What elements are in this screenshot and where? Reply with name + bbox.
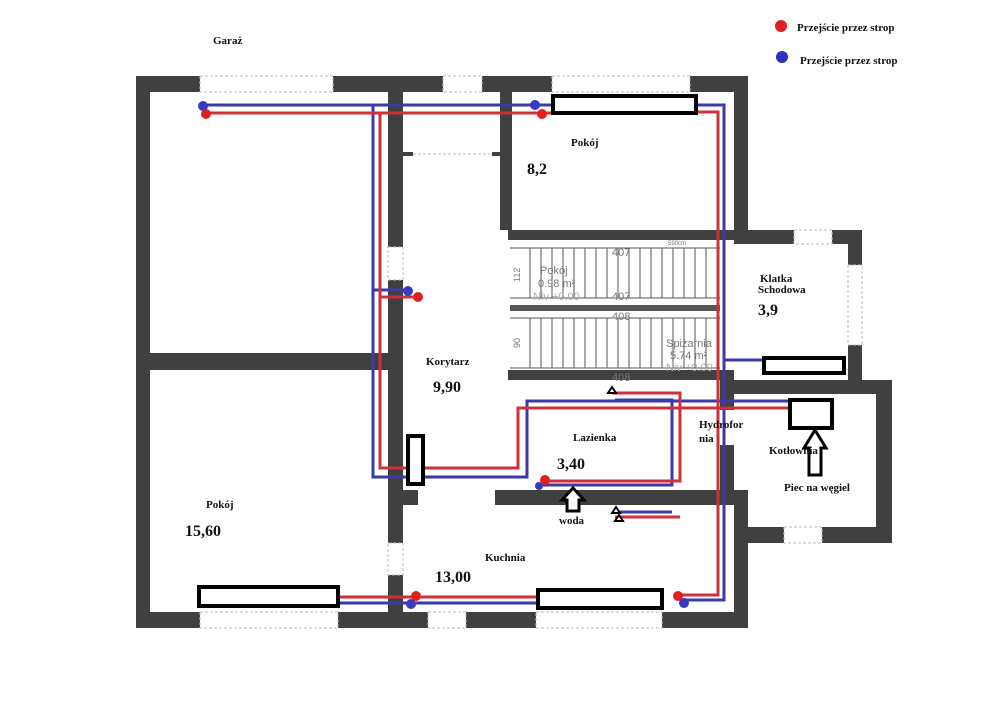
room-area: 8,2	[527, 161, 547, 178]
room-name: Pokój	[571, 137, 599, 149]
openings	[199, 75, 863, 629]
room-name: Kotłownia	[769, 445, 818, 457]
room-area: 13,00	[435, 569, 471, 586]
return-pipe	[203, 103, 800, 605]
stairs-total: 590cm	[668, 241, 686, 247]
room-name: Korytarz	[426, 356, 469, 368]
walls	[136, 76, 892, 628]
water-label: woda	[559, 515, 585, 527]
stairs-lower-area: 5.74 m²	[670, 350, 708, 362]
water-arrow-icon	[558, 485, 588, 513]
radiator	[406, 434, 425, 486]
stairs-labels: Pokój 0.98 m² Niv +0.00 407 407 590cm 40…	[512, 241, 713, 384]
radiator	[197, 585, 340, 608]
door-width-lower: 90	[512, 338, 522, 348]
radiators	[197, 94, 846, 610]
room-name: Pokój	[206, 499, 234, 511]
stairs-lower-dim-bottom: 408	[612, 372, 630, 384]
room-name: Hydrofor	[699, 419, 744, 431]
pass-through-markers	[198, 100, 689, 609]
stairs-upper-dim-top: 407	[612, 247, 630, 259]
room-name: nia	[699, 433, 714, 445]
legend-label-red: Przejście przez strop	[797, 22, 895, 34]
arrow-icons	[558, 427, 829, 513]
stairs-upper-level: Niv +0.00	[533, 291, 580, 303]
boiler	[788, 398, 834, 430]
legend-blue-dot	[776, 51, 788, 63]
stairs-lower-dim-top: 408	[612, 311, 630, 323]
door-width-upper: 112	[512, 268, 522, 282]
stairs-upper-area: 0.98 m²	[538, 278, 576, 290]
radiator	[536, 588, 664, 610]
garage-label: Garaż	[213, 35, 242, 47]
stairs-upper-dim-bottom: 407	[612, 291, 630, 303]
pipes	[203, 103, 800, 605]
room-name: Lazienka	[573, 432, 617, 444]
room-area: 3,40	[557, 456, 585, 473]
legend-label-blue: Przejście przez strop	[800, 55, 898, 67]
room-labels: Garaż Pokój 8,2 Klatka Schodowa 3,9 Kory…	[185, 35, 850, 586]
legend-red-dot	[775, 20, 787, 32]
room-name: Schodowa	[758, 284, 806, 296]
stove-label: Piec na węgiel	[784, 482, 850, 494]
stairs-upper-name: Pokój	[540, 265, 568, 277]
supply-pipe	[205, 110, 800, 599]
room-area: 9,90	[433, 379, 461, 396]
stairs-lower-level: Niv +0.00	[666, 362, 713, 374]
stairs-lower-name: Spiżarnia	[666, 338, 713, 350]
radiator	[551, 94, 698, 115]
room-name: Klatka	[760, 273, 793, 285]
room-area: 15,60	[185, 523, 221, 540]
radiator	[762, 356, 846, 375]
legend: Przejście przez strop Przejście przez st…	[775, 20, 898, 67]
stove-arrow-icon	[801, 427, 829, 477]
room-area: 3,9	[758, 302, 778, 319]
room-name: Kuchnia	[485, 552, 526, 564]
triangle-markers	[606, 385, 625, 522]
